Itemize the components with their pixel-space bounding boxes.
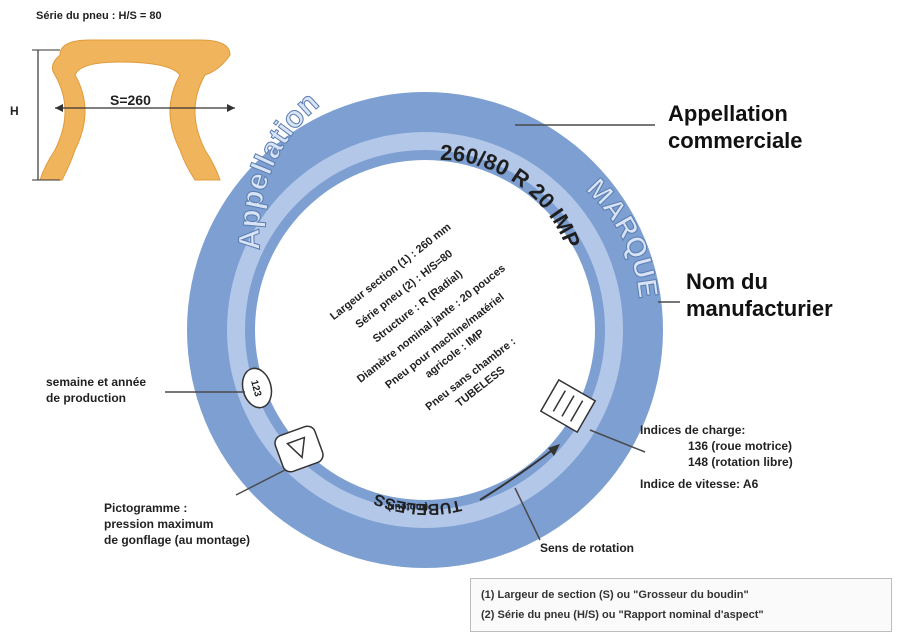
footnote-1: (1) Largeur de section (S) ou "Grosseur … (481, 589, 749, 601)
leader-rotation (514, 487, 541, 541)
pictogram-label-line-1: Pictogramme : (104, 501, 188, 515)
rotation-label: Sens de rotation (540, 541, 635, 555)
production-label-line-2: de production (46, 391, 126, 405)
pressure-pictogram-icon (274, 425, 324, 473)
load-index-label: Indices de charge: 136 (roue motrice) 14… (640, 422, 793, 492)
pictogram-label-line-2: pression maximum (104, 517, 214, 531)
manufacturer-label-line-1: Nom du (686, 269, 768, 294)
production-label-line-1: semaine et année (46, 375, 147, 389)
manufacturer-label-line-2: manufacturier (686, 296, 833, 321)
width-arrow-left (55, 104, 63, 112)
load-index-line-1: 136 (roue motrice) (688, 439, 793, 453)
profile-title: Série du pneu : H/S = 80 (36, 10, 162, 22)
profile-width-label: S=260 (110, 92, 151, 108)
load-index-title: Indices de charge: (640, 423, 746, 437)
footnote-2: (2) Série du pneu (H/S) ou "Rapport nomi… (481, 609, 764, 621)
leader-load-index (589, 429, 646, 453)
profile-height-label: H (10, 104, 19, 118)
leader-pictogram (235, 469, 286, 496)
date-code-marker: 123 (241, 367, 273, 409)
manufacturer-label: Nom du manufacturier (686, 268, 833, 322)
date-code-text: 123 (248, 379, 263, 398)
pictogram-label: Pictogramme : pression maximum de gonfla… (104, 500, 250, 548)
sidewall-small-text: (moteur) (387, 501, 428, 512)
profile-shape (39, 39, 231, 181)
appellation-label-line-1: Appellation (668, 101, 788, 126)
tire-profile (32, 39, 235, 181)
leader-lines (165, 124, 680, 541)
speed-index-label: Indice de vitesse: A6 (640, 477, 759, 491)
pictogram-label-line-3: de gonflage (au montage) (104, 533, 251, 547)
footnotes-box: (1) Largeur de section (S) ou "Grosseur … (470, 578, 892, 632)
production-label: semaine et année de production (46, 374, 146, 406)
appellation-label-line-2: commerciale (668, 128, 803, 153)
center-disc (255, 160, 595, 500)
rotation-arrow-icon (479, 444, 560, 501)
appellation-label: Appellation commerciale (668, 100, 803, 154)
width-arrow-right (227, 104, 235, 112)
load-index-block-icon (539, 378, 597, 434)
load-index-line-2: 148 (rotation libre) (688, 455, 793, 469)
